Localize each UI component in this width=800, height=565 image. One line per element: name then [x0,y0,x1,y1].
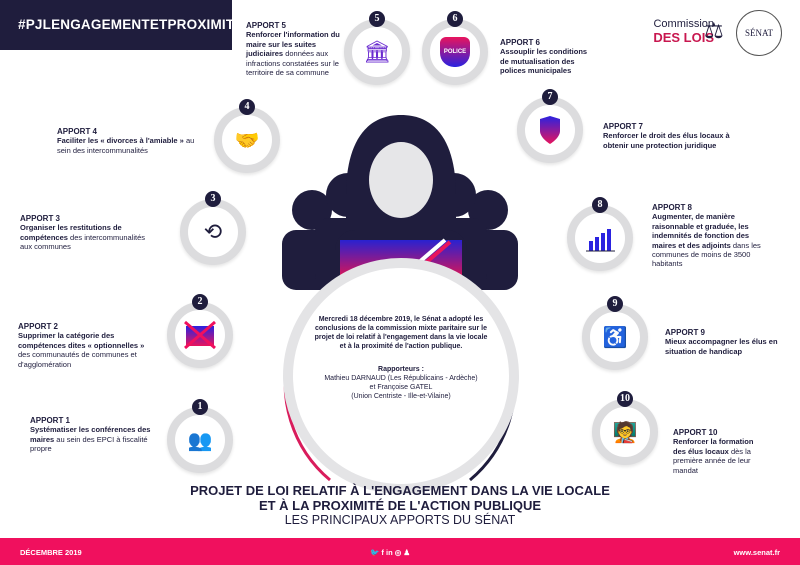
trainer-board-icon: 🧑‍🏫 [612,421,638,444]
apport-9-ring: 9♿ [582,296,648,370]
apport-bold: Supprimer la catégorie des compétences d… [18,331,145,350]
crossed-folder-icon [184,320,216,350]
apport-label: APPORT 4 [57,127,98,136]
wheelchair-icon: ♿ [602,326,628,349]
police-badge-icon: POLICE [440,37,470,67]
apport-bold: Mieux accompagner les élus en situation … [665,337,778,356]
page-subtitle: LES PRINCIPAUX APPORTS DU SÉNAT [284,513,516,527]
rapporteur-2-group: (Union Centriste - Ille-et-Vilaine) [351,393,451,400]
exchange-arrows-icon: ⟲ [203,219,223,244]
apport-text: des intercommunalités aux communes [20,232,146,252]
apport-label: APPORT 8 [652,203,693,212]
number-badge: 10 [617,391,633,407]
central-circle [283,258,519,494]
apport-text: au sein des intercommunalités [57,136,195,155]
apport-10-ring: 10 🧑‍🏫 [592,391,658,465]
apport-bold: Renforcer l'information du maire sur les… [246,30,340,59]
number-badge: 9 [607,296,623,312]
hashtag-banner: #PJLENGAGEMENTETPROXIMITÉ [0,0,243,50]
number-badge: 8 [592,197,608,213]
rapporteur-2: et Françoise GATEL [369,384,433,391]
apport-3-ring: 3⟲ [180,191,246,265]
adoption-statement: Mercredi 18 décembre 2019, le Sénat a ad… [314,316,488,350]
page-title: PROJET DE LOI RELATIF À L'ENGAGEMENT DAN… [190,483,610,513]
apport-label: APPORT 2 [18,322,59,331]
apport-1-ring: 1👥 [167,399,233,473]
shield-icon [540,116,560,144]
number-badge: 1 [192,399,208,415]
senat-logo: SÉNAT [736,10,782,56]
apport-2-ring: 2 [167,294,233,368]
apport-bold: Augmenter, de manière raisonnable et gra… [652,212,750,250]
number-badge: 7 [542,89,558,105]
commission-text: Commission [653,18,714,30]
apport-bold: Organiser les restitutions de compétence… [20,223,122,242]
apport-text: des communautés de communes et d'agglomé… [18,350,137,369]
apport-label: APPORT 9 [665,328,706,337]
apport-label: APPORT 10 [673,428,718,437]
handshake-icon: 🤝 [234,129,260,152]
apport-text: dès la première année de leur mandat [673,446,751,475]
website-link[interactable]: www.senat.fr [733,548,780,557]
courthouse-icon: 🏛 [363,39,391,64]
rapporteur-1: Mathieu DARNAUD (Les Républicains - Ardè… [324,375,478,382]
number-badge: 5 [369,11,385,27]
scales-icon: ⚖ [704,18,724,43]
mayors-group-icon: 👥 [187,429,213,452]
rapporteurs-label: Rapporteurs : [378,366,424,373]
apport-label: APPORT 6 [500,38,541,47]
apport-7-ring: 7 [517,89,583,163]
apport-8-ring: 8 [567,197,633,271]
footer-date: DÉCEMBRE 2019 [20,548,82,557]
apport-bold: Systématiser les conférences des maires [30,425,151,444]
apport-text: dans les communes de moins de 3500 habit… [652,240,761,269]
apport-text: au sein des EPCI à fiscalité propre [30,434,148,454]
apport-label: APPORT 3 [20,214,61,223]
number-badge: 3 [205,191,221,207]
central-text: Mercredi 18 décembre 2019, le Sénat a ad… [313,315,489,401]
apport-label: APPORT 1 [30,416,71,425]
des-lois-text: DES LOIS [653,30,714,45]
number-badge: 6 [447,11,463,27]
rising-chart-icon [586,229,615,252]
apport-bold: Assouplir les conditions de mutualisatio… [500,47,588,76]
social-icons[interactable]: 🐦 f in ◎ ♟ [370,548,411,557]
footer-bar: DÉCEMBRE 2019 🐦 f in ◎ ♟ www.senat.fr [0,538,800,565]
apport-4-ring: 4🤝 [214,99,280,173]
apport-bold: Renforcer la formation des élus locaux [673,437,754,456]
commission-logo: Commission DES LOIS [632,18,714,45]
apport-label: APPORT 7 [603,122,644,131]
number-badge: 4 [239,99,255,115]
apport-label: APPORT 5 [246,21,287,30]
apport-bold: Renforcer le droit des élus locaux à obt… [603,131,730,150]
apport-bold: Faciliter les « divorces à l'amiable » [57,136,184,146]
apport-text: données aux infractions constatées sur l… [246,49,339,78]
apport-5-ring: 5🏛 [344,11,410,85]
number-badge: 2 [192,294,208,310]
